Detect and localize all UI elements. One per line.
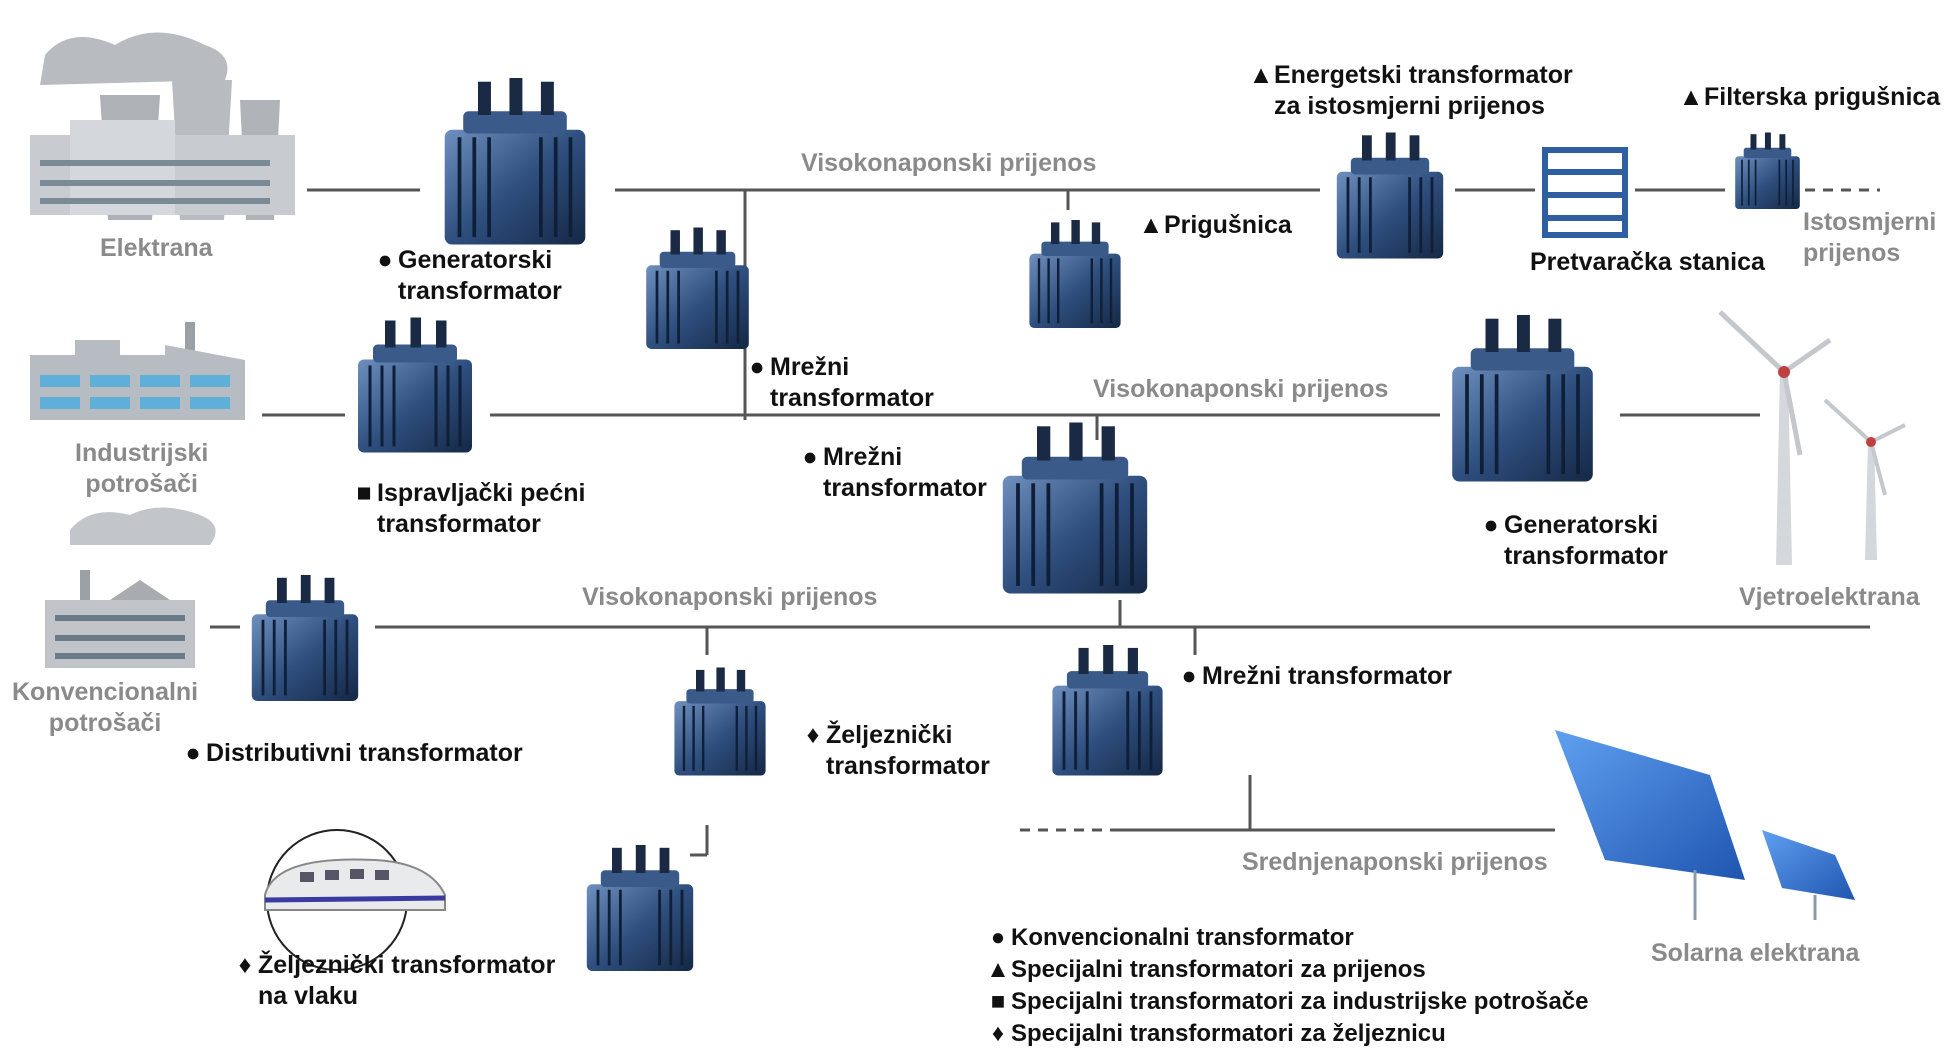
- furnace-transformer-icon: [356, 315, 474, 455]
- power-plant-icon: [30, 32, 295, 220]
- legend-text: Specijalni transformatori za prijenos: [1011, 956, 1426, 983]
- transmission-lines: [210, 188, 1880, 857]
- label-line: transformator: [1504, 542, 1668, 570]
- distribution-transformer-icon: [250, 573, 360, 703]
- label-line: Industrijski: [75, 439, 209, 467]
- label-srednjenaponski: Srednjenaponski prijenos: [1242, 848, 1548, 876]
- legend-text: Konvencionalni transformator: [1011, 924, 1354, 951]
- circle-marker: ●: [377, 246, 393, 274]
- grid-transformer-1-icon: [644, 225, 751, 351]
- label-line: Konvencionalni: [12, 678, 199, 706]
- legend-marker: ■: [990, 988, 1006, 1015]
- triangle-marker: ▲: [1138, 211, 1164, 239]
- label-line: Prigušnica: [1164, 211, 1292, 239]
- label-line: transformator: [823, 474, 987, 502]
- label-mrezni-1: ●Mrežni transformator: [744, 352, 934, 414]
- label-line: Mrežni transformator: [1202, 662, 1453, 690]
- solar-panel-icon: [1555, 730, 1855, 920]
- label-line: prijenos: [1803, 239, 1901, 267]
- reactor-icon: [1028, 218, 1122, 330]
- label-line: Filterska prigušnica: [1704, 83, 1941, 111]
- label-pretvaracka: Pretvaračka stanica: [1530, 248, 1765, 276]
- circle-marker: ●: [749, 353, 765, 381]
- label-zeljeznicki: ♦Željeznički transformator: [800, 720, 990, 782]
- legend-text: Specijalni transformatori za željeznicu: [1011, 1020, 1446, 1047]
- wind-turbine-icon: [1718, 310, 1906, 565]
- label-elektrana: Elektrana: [100, 234, 213, 262]
- label-hv-line-1: Visokonaponski prijenos: [801, 149, 1097, 177]
- circle-marker: ●: [1483, 511, 1499, 539]
- grid-transformer-2-icon: [1000, 420, 1150, 596]
- legend-item: ▲Specijalni transformatori za prijenos: [985, 954, 1589, 986]
- label-line: Distributivni transformator: [206, 739, 523, 767]
- legend-item: ■Specijalni transformatori za industrijs…: [985, 986, 1589, 1018]
- label-line: Generatorski: [1504, 511, 1659, 539]
- label-industrijski: Industrijski potrošači: [75, 438, 208, 500]
- grid-transformer-3-icon: [1050, 643, 1165, 778]
- dc-transformer-icon: [1335, 130, 1445, 261]
- label-konvencionalni-potrosaci: Konvencionalni potrošači: [12, 677, 198, 739]
- label-line: transformator: [826, 752, 990, 780]
- diamond-marker: ♦: [238, 951, 252, 979]
- label-generatorski-1: ●Generatorski transformator: [372, 245, 562, 307]
- generator-transformer-1-icon: [442, 78, 588, 247]
- circle-marker: ●: [1181, 662, 1197, 690]
- triangle-marker: ▲: [1248, 61, 1274, 89]
- label-line: transformator: [377, 510, 541, 538]
- industrial-building-icon: [30, 322, 245, 420]
- label-zeljeznicki-vlak: ♦Željeznički transformator na vlaku: [232, 950, 556, 1012]
- converter-station-icon: [1542, 147, 1628, 238]
- train-icon: [264, 829, 446, 971]
- label-mrezni-3: ●Mrežni transformator: [1176, 661, 1452, 692]
- label-line: Željeznički transformator: [258, 951, 556, 979]
- label-hv-line-3: Visokonaponski prijenos: [582, 583, 878, 611]
- label-line: Mrežni: [823, 443, 903, 471]
- label-line: Istosmjerni: [1803, 208, 1937, 236]
- square-marker: ■: [356, 479, 372, 507]
- label-solarna: Solarna elektrana: [1651, 939, 1860, 967]
- label-line: Mrežni: [770, 353, 850, 381]
- legend-marker: ♦: [991, 1020, 1005, 1047]
- label-filterska: ▲Filterska prigušnica: [1678, 82, 1941, 113]
- label-energetski-dc: ▲Energetski transformator za istosmjerni…: [1248, 60, 1573, 122]
- legend-text: Specijalni transformatori za industrijsk…: [1011, 988, 1589, 1015]
- label-line: potrošači: [85, 470, 198, 498]
- label-line: za istosmjerni prijenos: [1274, 92, 1545, 120]
- circle-marker: ●: [185, 739, 201, 767]
- label-istosmjerni: Istosmjerni prijenos: [1803, 207, 1936, 269]
- diamond-marker: ♦: [806, 721, 820, 749]
- label-generatorski-2: ●Generatorski transformator: [1478, 510, 1668, 572]
- legend: ●Konvencionalni transformator ▲Specijaln…: [985, 922, 1589, 1050]
- label-line: Željeznički: [826, 721, 953, 749]
- label-line: na vlaku: [258, 982, 359, 1010]
- legend-item: ●Konvencionalni transformator: [985, 922, 1589, 954]
- label-line: Energetski transformator: [1274, 61, 1573, 89]
- label-line: Generatorski: [398, 246, 553, 274]
- legend-marker: ▲: [986, 956, 1010, 983]
- conventional-consumers-icon: [45, 507, 216, 668]
- label-line: transformator: [770, 384, 934, 412]
- circle-marker: ●: [802, 443, 818, 471]
- label-hv-line-2: Visokonaponski prijenos: [1093, 375, 1389, 403]
- label-distributivni: ●Distributivni transformator: [180, 738, 523, 769]
- railway-transformer-icon: [672, 665, 768, 778]
- label-mrezni-2: ●Mrežni transformator: [797, 442, 987, 504]
- legend-item: ♦Specijalni transformatori za željeznicu: [985, 1018, 1589, 1050]
- label-line: potrošači: [48, 709, 162, 737]
- filter-reactor-icon: [1734, 131, 1801, 211]
- label-line: Ispravljački pećni: [377, 479, 586, 507]
- label-vjetroelektrana: Vjetroelektrana: [1739, 583, 1920, 611]
- label-prigusnica: ▲Prigušnica: [1138, 210, 1292, 241]
- generator-transformer-2-icon: [1450, 315, 1595, 484]
- legend-marker: ●: [990, 924, 1006, 951]
- train-transformer-icon: [585, 845, 695, 973]
- triangle-marker: ▲: [1678, 83, 1704, 111]
- label-ispravljacki: ■Ispravljački pećni transformator: [351, 478, 585, 540]
- label-line: transformator: [398, 277, 562, 305]
